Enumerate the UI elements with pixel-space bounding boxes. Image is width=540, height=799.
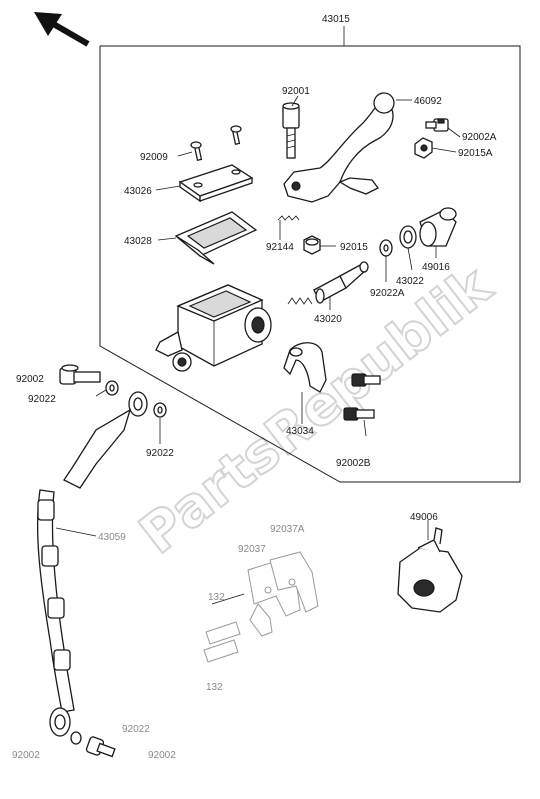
part-labels: 43015 92001 46092 92002A 92015A 92009 43… <box>12 14 497 761</box>
piston-circlip <box>399 225 417 249</box>
lever-adjuster-nut <box>414 137 433 159</box>
label-92002-upper: 92002 <box>16 374 44 385</box>
master-cylinder-body <box>155 284 272 372</box>
reservoir-cap-screw <box>190 125 242 162</box>
label-92022-upper: 92022 <box>28 394 56 405</box>
leader-lines <box>55 95 461 540</box>
label-46092: 46092 <box>414 96 442 107</box>
handlebar-clamp <box>283 342 327 393</box>
label-43028: 43028 <box>124 236 152 247</box>
cable-ties <box>203 593 245 663</box>
label-43022: 43022 <box>396 276 424 287</box>
watermark-text: PartsRepublik <box>128 253 503 566</box>
label-92037: 92037 <box>238 544 266 555</box>
label-43059: 43059 <box>98 532 126 543</box>
piston-assembly <box>287 261 369 305</box>
label-92037A: 92037A <box>270 524 305 535</box>
banjo-washer-lower <box>70 731 82 745</box>
lever-pivot-bolt <box>282 102 300 159</box>
label-92015: 92015 <box>340 242 368 253</box>
label-92002A: 92002A <box>462 132 497 143</box>
label-92001: 92001 <box>282 86 310 97</box>
label-92002-lower-right: 92002 <box>148 750 176 761</box>
assembly-frame <box>99 26 521 483</box>
label-43026: 43026 <box>124 186 152 197</box>
banjo-bolt-lower <box>85 736 116 758</box>
label-92022A: 92022A <box>370 288 405 299</box>
label-92144: 92144 <box>266 242 294 253</box>
master-cylinder-cover <box>397 527 463 613</box>
hose-clamp-bracket <box>247 551 319 637</box>
label-132-upper: 132 <box>208 592 225 603</box>
label-92022-lower: 92022 <box>122 724 150 735</box>
label-92009: 92009 <box>140 152 168 163</box>
label-132-lower: 132 <box>206 682 223 693</box>
pivot-nut <box>303 235 321 255</box>
clamp-bolt-upper <box>351 373 381 387</box>
label-92015A: 92015A <box>458 148 493 159</box>
piston-dust-boot <box>419 207 457 247</box>
label-43020: 43020 <box>314 314 342 325</box>
label-43034: 43034 <box>286 426 314 437</box>
reservoir-diaphragm <box>174 211 258 265</box>
front-direction-arrow-icon <box>34 12 90 47</box>
reservoir-cap <box>178 164 254 203</box>
lever-spring <box>277 215 300 221</box>
label-49006: 49006 <box>410 512 438 523</box>
label-92022-middle: 92022 <box>146 448 174 459</box>
brake-lever <box>283 92 395 203</box>
watermark-logo: PartsRepublik <box>127 252 504 567</box>
lever-adjuster-bolt <box>425 118 449 132</box>
clamp-bolt-lower <box>343 407 375 437</box>
banjo-washer-upper <box>105 380 119 396</box>
label-92002-lower-left: 92002 <box>12 750 40 761</box>
label-43015: 43015 <box>322 14 350 25</box>
label-92002B: 92002B <box>336 458 371 469</box>
banjo-washer-middle <box>153 402 167 418</box>
label-49016: 49016 <box>422 262 450 273</box>
brake-hose <box>36 391 148 737</box>
piston-washer <box>379 239 393 257</box>
banjo-bolt-upper <box>59 364 101 385</box>
